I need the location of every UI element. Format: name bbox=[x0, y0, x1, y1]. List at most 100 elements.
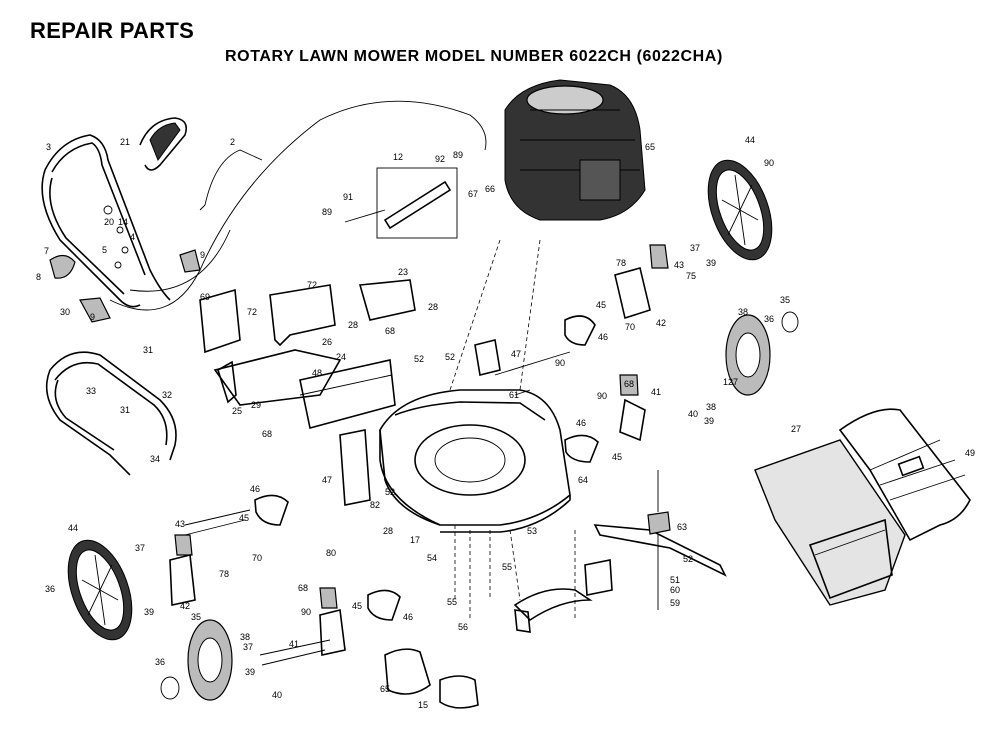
callout: 66 bbox=[485, 184, 495, 194]
callout: 28 bbox=[428, 302, 438, 312]
callout: 82 bbox=[370, 500, 380, 510]
callout: 43 bbox=[175, 519, 185, 529]
callout: 52 bbox=[445, 352, 455, 362]
callout: 68 bbox=[298, 583, 308, 593]
callout: 46 bbox=[250, 484, 260, 494]
callout-labels: 3 21 2 20 14 7 4 5 9 8 30 9 12 92 89 91 … bbox=[36, 135, 975, 710]
callout: 45 bbox=[612, 452, 622, 462]
control-cable bbox=[109, 100, 487, 311]
callout: 35 bbox=[780, 295, 790, 305]
callout: 55 bbox=[447, 597, 457, 607]
callout: 45 bbox=[239, 513, 249, 523]
callout: 70 bbox=[252, 553, 262, 563]
callout: 64 bbox=[578, 475, 588, 485]
callout: 89 bbox=[453, 150, 463, 160]
callout: 52 bbox=[385, 487, 395, 497]
callout: 61 bbox=[509, 390, 519, 400]
callout: 37 bbox=[690, 243, 700, 253]
callout: 80 bbox=[326, 548, 336, 558]
upper-handle bbox=[41, 134, 171, 308]
callout: 46 bbox=[576, 418, 586, 428]
callout: 41 bbox=[289, 639, 299, 649]
callout: 28 bbox=[348, 320, 358, 330]
blade bbox=[593, 470, 727, 610]
drive-wheel-right bbox=[725, 311, 799, 396]
callout: 65 bbox=[380, 684, 390, 694]
grass-bag bbox=[754, 439, 906, 606]
callout: 15 bbox=[418, 700, 428, 710]
callout: 17 bbox=[410, 535, 420, 545]
callout: 38 bbox=[240, 632, 250, 642]
callout: 89 bbox=[322, 207, 332, 217]
page-title: REPAIR PARTS bbox=[30, 18, 195, 43]
callout: 31 bbox=[143, 345, 153, 355]
control-bar bbox=[139, 117, 188, 171]
callout: 42 bbox=[180, 601, 190, 611]
callout: 127 bbox=[723, 377, 738, 387]
callout: 90 bbox=[301, 607, 311, 617]
callout: 65 bbox=[645, 142, 655, 152]
callout: 52 bbox=[683, 554, 693, 564]
callout: 32 bbox=[162, 390, 172, 400]
callout: 68 bbox=[262, 429, 272, 439]
callout: 47 bbox=[511, 349, 521, 359]
wheel-front-left bbox=[67, 539, 133, 641]
bracket-parts bbox=[199, 279, 416, 429]
handle-hardware bbox=[49, 205, 201, 323]
callout: 36 bbox=[45, 584, 55, 594]
callout: 9 bbox=[90, 312, 95, 322]
callout: 90 bbox=[597, 391, 607, 401]
callout: 59 bbox=[670, 598, 680, 608]
callout: 9 bbox=[200, 250, 205, 260]
callout: 37 bbox=[243, 642, 253, 652]
callout: 43 bbox=[674, 260, 684, 270]
callout: 46 bbox=[403, 612, 413, 622]
callout: 39 bbox=[706, 258, 716, 268]
wheel-rear-right bbox=[707, 159, 773, 261]
callout: 91 bbox=[343, 192, 353, 202]
callout: 29 bbox=[251, 400, 261, 410]
grass-bag-frame bbox=[838, 408, 971, 542]
callout: 78 bbox=[219, 569, 229, 579]
callout: 36 bbox=[155, 657, 165, 667]
callout: 7 bbox=[44, 246, 49, 256]
callout: 5 bbox=[102, 245, 107, 255]
callout: 55 bbox=[502, 562, 512, 572]
engine bbox=[504, 79, 646, 221]
discharge-chute bbox=[513, 559, 613, 633]
cable-control-box bbox=[344, 167, 458, 239]
callout: 48 bbox=[312, 368, 322, 378]
callout: 35 bbox=[191, 612, 201, 622]
callout: 90 bbox=[764, 158, 774, 168]
callout: 78 bbox=[616, 258, 626, 268]
callout: 26 bbox=[322, 337, 332, 347]
lower-handle bbox=[45, 351, 177, 476]
callout: 47 bbox=[322, 475, 332, 485]
callout: 38 bbox=[738, 307, 748, 317]
callout: 68 bbox=[385, 326, 395, 336]
callout: 31 bbox=[120, 405, 130, 415]
callout: 3 bbox=[46, 142, 51, 152]
mower-deck bbox=[379, 389, 571, 533]
callout: 75 bbox=[686, 271, 696, 281]
callout: 37 bbox=[135, 543, 145, 553]
callout: 39 bbox=[245, 667, 255, 677]
callout: 38 bbox=[706, 402, 716, 412]
rear-axle bbox=[494, 351, 571, 396]
callout: 40 bbox=[272, 690, 282, 700]
callout: 23 bbox=[398, 267, 408, 277]
callout: 42 bbox=[656, 318, 666, 328]
callout: 20 bbox=[104, 217, 114, 227]
callout: 53 bbox=[527, 526, 537, 536]
callout: 51 bbox=[670, 575, 680, 585]
callout: 36 bbox=[764, 314, 774, 324]
callout: 40 bbox=[688, 409, 698, 419]
assembly-guide-lines bbox=[449, 239, 576, 620]
callout: 72 bbox=[247, 307, 257, 317]
callout: 90 bbox=[555, 358, 565, 368]
callout: 56 bbox=[458, 622, 468, 632]
callout: 8 bbox=[36, 272, 41, 282]
front-axle bbox=[184, 509, 331, 666]
callout: 69 bbox=[200, 292, 210, 302]
